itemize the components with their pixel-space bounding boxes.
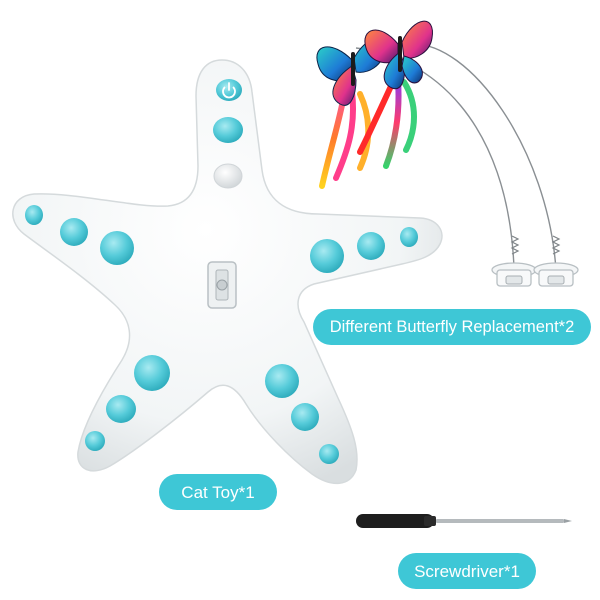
sensor-button [213,163,243,189]
butterfly-replacement-label: Different Butterfly Replacement*2 [313,309,591,345]
screwdriver-shaft [436,519,564,523]
toy-button [85,431,105,451]
butterfly-right [364,20,433,90]
toy-button [357,232,385,260]
toy-button [134,355,170,391]
butterfly-base [533,262,579,287]
toy-button [265,364,299,398]
screwdriver-label: Screwdriver*1 [398,553,536,589]
toy-button [291,403,319,431]
toy-button [319,444,339,464]
toy-button [106,395,136,423]
butterfly-base [491,262,537,287]
butterfly-socket [207,261,237,309]
wire-spring [510,235,561,255]
toy-button [25,205,43,225]
toy-button [310,239,344,273]
screwdriver [356,514,572,528]
screwdriver-handle [356,514,434,528]
toy-button [213,117,243,143]
toy-button [100,231,134,265]
toy-button [60,218,88,246]
power-icon [222,82,236,99]
cat-toy-label: Cat Toy*1 [159,474,277,510]
power-button [216,79,242,101]
toy-button [400,227,418,247]
